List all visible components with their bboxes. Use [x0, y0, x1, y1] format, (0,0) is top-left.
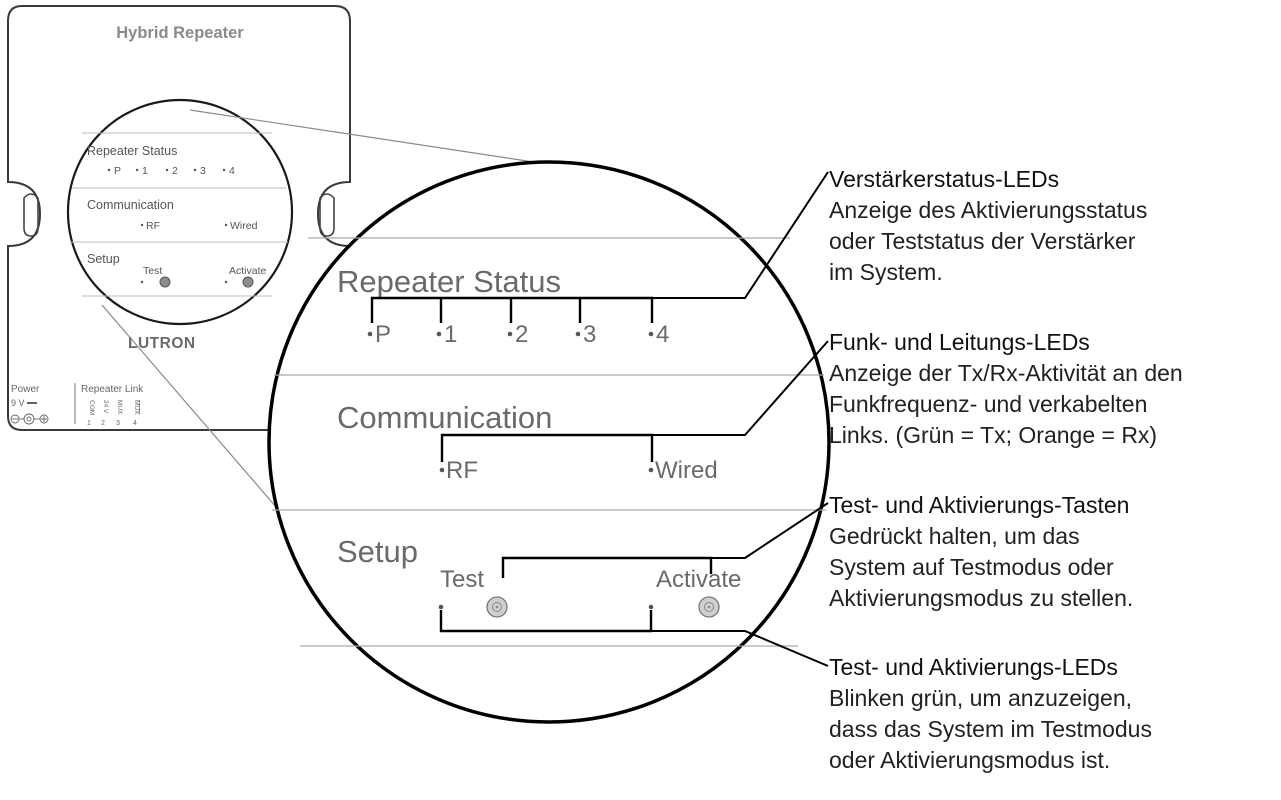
callout-buttons-line-2: System auf Testmodus oder — [829, 554, 1114, 580]
callout-comm-line-3: Links. (Grün = Tx; Orange = Rx) — [829, 422, 1158, 448]
small-test-button[interactable] — [159, 276, 171, 288]
terminal-number-3: 3 — [116, 420, 120, 427]
status-leader-line — [652, 171, 829, 299]
status-led-bracket — [370, 296, 654, 323]
status-led-3-dot — [575, 331, 581, 337]
left-keyhole-icon — [23, 193, 39, 237]
callout-buttons-title: Test- und Aktivierungs-Tasten — [829, 492, 1130, 518]
zoom-led-4: 4 — [656, 321, 669, 348]
callout-buttons-line-3: Aktivierungsmodus zu stellen. — [829, 585, 1134, 611]
status-led-2-dot — [507, 331, 513, 337]
small-rf-label: RF — [146, 220, 160, 232]
lutron-logo: LUTRON — [128, 335, 196, 352]
small-led-2: 2 — [172, 165, 178, 177]
zoom-rf-label: RF — [446, 457, 478, 484]
callout-setup-line-2: dass das System im Testmodus — [829, 716, 1152, 742]
small-test-label: Test — [143, 265, 162, 277]
callout-comm-leds: Funk- und Leitungs-LEDs Anzeige der Tx/R… — [829, 327, 1183, 451]
wired-led-dot — [648, 467, 654, 473]
zoom-activate-label: Activate — [656, 566, 741, 593]
terminal-com-label: COM — [88, 400, 95, 415]
terminal-24v-label: 24 V — [102, 400, 109, 414]
zoom-led-3: 3 — [583, 321, 596, 348]
comm-led-bracket — [440, 433, 654, 462]
polarity-icon — [10, 413, 49, 425]
callout-comm-title: Funk- und Leitungs-LEDs — [829, 329, 1090, 355]
callout-setup-line-1: Blinken grün, um anzuzeigen, — [829, 685, 1133, 711]
button-leader-line — [711, 502, 829, 559]
terminal-number-4: 4 — [133, 420, 137, 427]
small-setup-label: Setup — [87, 252, 120, 266]
callout-setup-line-3: oder Aktivierungsmodus ist. — [829, 747, 1111, 773]
small-led-1: 1 — [142, 165, 148, 177]
terminal-number-1: 1 — [87, 420, 91, 427]
terminal-number-2: 2 — [101, 420, 105, 427]
small-led-p: P — [114, 165, 121, 177]
large-zoom-circle — [267, 160, 831, 724]
callout-comm-line-1: Anzeige der Tx/Rx-Aktivität an den — [829, 360, 1183, 386]
activate-button[interactable] — [698, 596, 720, 618]
small-zoom-circle — [66, 98, 294, 326]
setup-led-bracket — [439, 610, 653, 633]
setup-leader-line — [651, 630, 829, 667]
repeater-link-label: Repeater Link — [81, 384, 144, 395]
voltage-label: 9 V — [11, 398, 25, 408]
callout-status-line-2: oder Teststatus der Verstärker — [829, 228, 1136, 254]
callout-comm-line-2: Funkfrequenz- und verkabelten — [829, 391, 1148, 417]
zoom-communication-label: Communication — [337, 400, 552, 435]
callout-status-title: Verstärkerstatus-LEDs — [829, 166, 1060, 192]
zoom-led-2: 2 — [515, 321, 528, 348]
status-led-p-dot — [367, 331, 373, 337]
callout-status-line-3: im System. — [829, 259, 943, 285]
zoom-led-1: 1 — [444, 321, 457, 348]
right-keyhole-icon — [319, 193, 335, 237]
status-led-4-dot — [648, 331, 654, 337]
status-led-1-dot — [436, 331, 442, 337]
callout-setup-leds: Test- und Aktivierungs-LEDs Blinken grün… — [829, 652, 1152, 776]
button-bracket — [501, 556, 713, 578]
zoom-wired-label: Wired — [655, 457, 718, 484]
zoom-setup-label: Setup — [337, 534, 418, 569]
terminal-mux-label: MUX — [116, 400, 123, 415]
zoom-detail: Repeater Status P 1 2 3 4 Communication … — [267, 160, 831, 724]
callout-setup-title: Test- und Aktivierungs-LEDs — [829, 654, 1118, 680]
small-repeater-status-label: Repeater Status — [87, 144, 177, 158]
activate-led-dot — [648, 604, 654, 610]
test-led-dot — [438, 604, 444, 610]
zoom-test-label: Test — [440, 566, 484, 593]
small-wired-label: Wired — [230, 220, 258, 232]
small-led-3: 3 — [200, 165, 206, 177]
callout-status-leds: Verstärkerstatus-LEDs Anzeige des Aktivi… — [829, 164, 1147, 288]
terminal-mux-bar-label: MUX — [133, 400, 140, 415]
callout-buttons: Test- und Aktivierungs-Tasten Gedrückt h… — [829, 490, 1133, 614]
test-button[interactable] — [486, 596, 508, 618]
small-led-4: 4 — [229, 165, 235, 177]
small-communication-label: Communication — [87, 198, 174, 212]
callout-status-line-1: Anzeige des Aktivierungsstatus — [829, 197, 1148, 223]
device-title: Hybrid Repeater — [116, 24, 244, 42]
small-activate-button[interactable] — [242, 276, 254, 288]
zoom-repeater-status-label: Repeater Status — [337, 264, 561, 299]
repeater-device: Hybrid Repeater Repeater Status P 1 2 3 … — [7, 5, 351, 431]
rf-led-dot — [439, 467, 445, 473]
callout-buttons-line-1: Gedrückt halten, um das — [829, 523, 1080, 549]
power-label: Power — [11, 384, 40, 395]
zoom-led-p: P — [375, 321, 391, 348]
comm-leader-line — [652, 340, 829, 436]
small-activate-label: Activate — [229, 265, 267, 277]
